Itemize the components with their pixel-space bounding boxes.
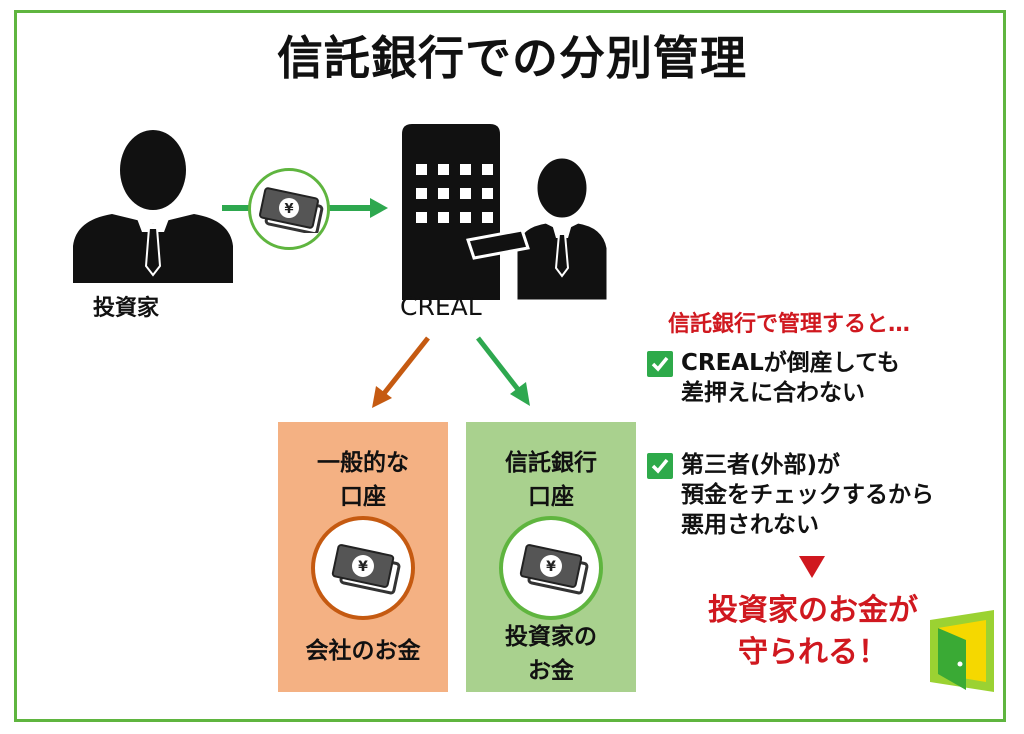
benefits-heading: 信託銀行で管理すると… bbox=[668, 312, 911, 337]
general-account-heading-line2: 口座 bbox=[340, 484, 386, 510]
trust-account-heading-line2: 口座 bbox=[528, 484, 574, 510]
trust-account-footer-line2: お金 bbox=[528, 658, 574, 684]
presenter-person-icon bbox=[466, 156, 610, 301]
benefit-point-2-line2: 預金をチェックするから bbox=[681, 482, 934, 508]
general-account-money-badge: ¥ bbox=[311, 516, 415, 620]
general-account-heading: 一般的な 口座 bbox=[278, 446, 448, 514]
result-line2: 守られる！ bbox=[738, 635, 888, 670]
general-account-heading-line1: 一般的な bbox=[317, 450, 409, 476]
banknote-icon: ¥ bbox=[519, 544, 589, 595]
general-account-footer: 会社のお金 bbox=[305, 638, 421, 664]
benefit-point-2: 第三者(外部)が 預金をチェックするから 悪用されない bbox=[681, 450, 934, 540]
general-account-box: 一般的な 口座 ¥ 会社のお金 bbox=[278, 422, 448, 692]
yen-symbol: ¥ bbox=[358, 559, 368, 575]
split-arrows bbox=[372, 336, 530, 408]
green-arrow bbox=[476, 336, 530, 406]
trust-account-money-badge: ¥ bbox=[499, 516, 603, 620]
result-message: 投資家のお金が 守られる！ bbox=[668, 590, 958, 674]
benefit-point-1-line1: CREALが倒産しても bbox=[681, 350, 900, 376]
investor-person-icon bbox=[73, 130, 233, 283]
border-frame bbox=[14, 10, 1006, 722]
benefit-point-2-line3: 悪用されない bbox=[681, 512, 819, 538]
trust-account-footer: 投資家の お金 bbox=[466, 620, 636, 688]
trust-account-heading-line1: 信託銀行 bbox=[505, 450, 597, 476]
benefit-point-1: CREALが倒産しても 差押えに合わない bbox=[681, 348, 900, 408]
down-triangle-icon bbox=[799, 556, 825, 578]
checkmark-icon bbox=[647, 453, 673, 479]
checkmark-icon bbox=[647, 351, 673, 377]
result-line1: 投資家のお金が bbox=[708, 593, 918, 628]
trust-account-box: 信託銀行 口座 ¥ 投資家の お金 bbox=[466, 422, 636, 692]
page-title: 信託銀行での分別管理 bbox=[277, 31, 747, 85]
banknote-icon: ¥ bbox=[331, 544, 401, 595]
trust-account-footer-line1: 投資家の bbox=[505, 624, 597, 650]
company-label: CREAL bbox=[400, 292, 482, 321]
door-logo-icon bbox=[930, 610, 994, 692]
benefit-point-1-line2: 差押えに合わない bbox=[681, 380, 865, 406]
banknote-icon: ¥ bbox=[259, 187, 324, 233]
trust-account-heading: 信託銀行 口座 bbox=[466, 446, 636, 514]
investor-label: 投資家 bbox=[93, 296, 160, 321]
yen-symbol: ¥ bbox=[546, 559, 556, 575]
benefit-point-2-line1: 第三者(外部)が bbox=[681, 452, 841, 478]
money-badge: ¥ bbox=[248, 168, 330, 250]
orange-arrow bbox=[372, 336, 430, 408]
yen-symbol: ¥ bbox=[284, 202, 293, 217]
